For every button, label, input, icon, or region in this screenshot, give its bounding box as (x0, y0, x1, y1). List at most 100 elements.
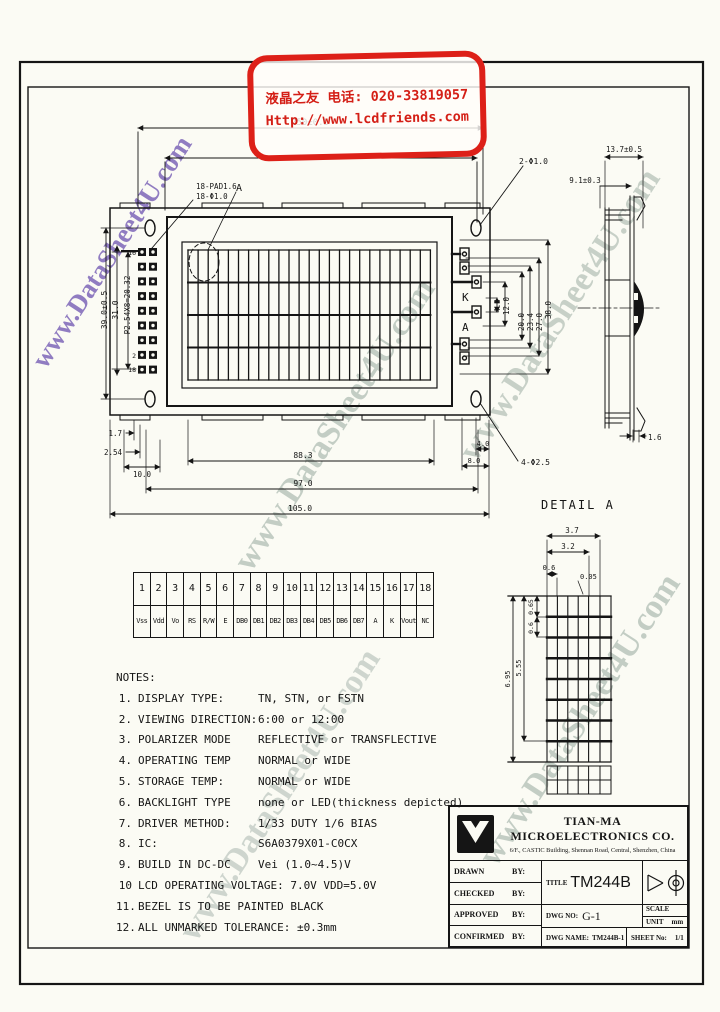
pin-number: 18 (419, 583, 432, 595)
pad-number-2: 2 (132, 352, 136, 360)
mount-hole (470, 219, 482, 237)
confirmed-label: CONFIRMED (454, 932, 505, 942)
pin-number: 8 (251, 573, 268, 605)
dim-b-105: 105.0 (288, 504, 312, 513)
pin-number: 17 (401, 573, 418, 605)
dim-b-8: 8.0 (468, 457, 481, 465)
part-number: TM244B (570, 873, 631, 891)
backlight-pads (459, 247, 482, 365)
dim-side-pcb-t: 1.6 (648, 433, 662, 442)
sheet-label: SHEET No: (631, 933, 667, 942)
pin-number: 12 (317, 573, 335, 605)
pin-label: K (384, 605, 401, 637)
pin-label: DB1 (251, 605, 268, 637)
title-block-header: TIAN-MA MICROELECTRONICS CO. 6/F., CASTI… (450, 807, 687, 861)
pin-number: 9 (267, 573, 285, 605)
pad-number-16: 16 (128, 249, 136, 257)
dim-d-695: 6.95 (504, 671, 512, 688)
pin-label: DB6 (334, 605, 351, 637)
dim-b-883: 88.3 (293, 451, 312, 460)
dimension-lines (100, 125, 647, 763)
title-cell: TITLE TM244B (542, 861, 643, 904)
company-logo-icon (456, 813, 496, 855)
pin-label: DB3 (284, 605, 301, 637)
dim-holes-corner: 4-Φ2.5 (521, 458, 550, 467)
dwg-no-cell: DWG NO: G-1 (542, 905, 643, 927)
dim-bl-4: 4.0 (493, 299, 502, 313)
dim-left-height: 39.0±0.5 (100, 291, 109, 330)
scale-label: SCALE (643, 905, 687, 917)
vendor-stamp: 液晶之友 电话: 020-33819057 Http://www.lcdfrie… (246, 50, 488, 162)
notes-title: NOTES: (116, 671, 156, 684)
dim-d-065: 0.65 (527, 599, 535, 615)
stamp-line1: 液晶之友 电话: 020-33819057 (265, 86, 469, 108)
dim-d-555: 5.55 (515, 660, 523, 677)
dim-bl-12: 12.0 (502, 296, 511, 315)
pin-number: 11 (301, 573, 318, 605)
dim-d-06: 0.6 (543, 564, 556, 572)
pin-number: 10 (284, 573, 301, 605)
backlight-a-label: A (462, 321, 469, 334)
notes-list: 1.DISPLAY TYPE:TN, STN, or FSTN 2.VIEWING… (116, 689, 464, 939)
note-item: 8.IC:S6A0379X01-C0CX (118, 837, 358, 851)
approved-by-row: APPROVED BY: (450, 905, 541, 927)
mount-hole (144, 390, 156, 408)
unit-value: mm (671, 917, 684, 926)
stamp-line2: Http://www.lcdfriends.com (265, 108, 470, 130)
detail-callout-label: A (236, 183, 242, 194)
projection-symbol-icon (643, 861, 687, 904)
dwg-no-label: DWG NO: (546, 912, 579, 920)
dim-side-thickness: 13.7±0.5 (606, 145, 642, 154)
note-item: 5.STORAGE TEMP:NORMAL or WIDE (118, 774, 351, 788)
mount-hole (144, 219, 156, 237)
pin-number: 4 (184, 573, 201, 605)
note-item: 2.VIEWING DIRECTION:6:00 or 12:00 (118, 712, 345, 726)
pin-label: Vout (401, 605, 418, 637)
mount-hole (470, 390, 482, 408)
title-block: TIAN-MA MICROELECTRONICS CO. 6/F., CASTI… (448, 805, 689, 948)
backlight-k-label: K (462, 291, 469, 304)
note-item: 12.ALL UNMARKED TOLERANCE: ±0.3mm (116, 920, 337, 934)
pin-label: A (367, 605, 385, 637)
title-label: TITLE (546, 878, 568, 887)
dim-b-97: 97.0 (293, 479, 312, 488)
dim-bl-27: 27.0 (535, 312, 544, 331)
dim-left-31: 31.0 (111, 300, 120, 319)
pin-number: 6 (217, 573, 235, 605)
dwg-name-cell: DWG NAME: TM244B-1 (542, 928, 627, 947)
by-label: BY: (512, 910, 526, 920)
dim-hole-top: 2-Φ1.0 (519, 157, 548, 166)
pin-label: RS (184, 605, 201, 637)
by-label: BY: (512, 888, 526, 898)
confirmed-by-row: CONFIRMED BY: (450, 926, 541, 947)
pin-label: Vss (134, 605, 151, 637)
company-address: 6/F., CASTIC Building, Shennan Road, Cen… (509, 846, 676, 854)
pin-label: DB7 (351, 605, 368, 637)
dim-bl-20: 20.0 (517, 312, 526, 331)
pin-label: DB2 (267, 605, 285, 637)
front-view (109, 191, 491, 421)
dim-bl-38: 38.0 (544, 300, 553, 319)
unit-label: UNIT (646, 917, 664, 926)
detail-callout-circle (188, 242, 220, 282)
pin-label: Vo (167, 605, 185, 637)
approved-label: APPROVED (454, 910, 499, 920)
dim-b-17: 1.7 (108, 429, 122, 438)
dim-b-10: 10.0 (133, 470, 152, 479)
dwg-name-value: TM244B-1 (591, 933, 625, 942)
by-label: BY: (512, 932, 526, 942)
by-label: BY: (512, 866, 526, 876)
dim-d-37: 3.7 (565, 526, 579, 535)
dwg-name-label: DWG NAME: (546, 933, 589, 942)
pin-label: R/W (201, 605, 218, 637)
unit-cell: UNIT mm (643, 917, 687, 928)
dim-d-32: 3.2 (561, 542, 575, 551)
note-item: 1.DISPLAY TYPE:TN, STN, or FSTN (118, 691, 364, 705)
pin-number: 3 (167, 573, 185, 605)
